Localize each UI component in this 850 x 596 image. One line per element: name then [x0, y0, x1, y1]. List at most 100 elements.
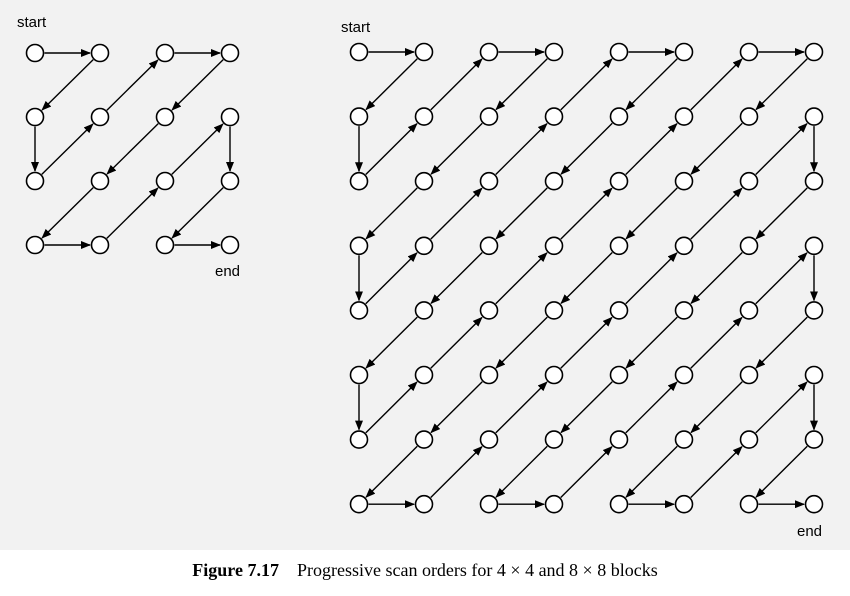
coefficient-node-4x4-8: [25, 171, 45, 191]
scan-arrow-8x8-44: [690, 252, 743, 305]
caption-text: Progressive scan orders for 4 × 4 and 8 …: [296, 560, 658, 580]
coefficient-node-4x4-11: [220, 171, 240, 191]
coefficient-node-4x4-2: [155, 43, 175, 63]
coefficient-node-4x4-6: [155, 107, 175, 127]
scan-arrow-8x8-15: [625, 58, 678, 111]
coefficient-node-8x8-33: [414, 301, 434, 320]
coefficient-node-4x4-7: [220, 107, 240, 127]
coefficient-node-8x8-7: [804, 42, 824, 62]
coefficient-node-4x4-15: [220, 235, 240, 255]
coefficient-node-8x8-59: [544, 494, 564, 514]
coefficient-node-4x4-1: [90, 43, 110, 63]
coefficient-node-8x8-13: [674, 107, 694, 126]
scan-arrow-8x8-38: [560, 316, 613, 369]
scan-arrow-8x8-33: [430, 381, 483, 434]
scan-arrow-8x8-34: [365, 445, 418, 498]
coefficient-node-8x8-41: [414, 365, 434, 385]
coefficient-node-8x8-62: [739, 494, 759, 514]
scan-arrow-8x8-8: [365, 187, 418, 240]
coefficient-node-8x8-39: [804, 301, 824, 320]
start-label-8x8: start: [341, 19, 371, 36]
scan-arrow-8x8-7: [430, 122, 483, 175]
diagram-8x8: start end: [341, 19, 824, 540]
coefficient-node-8x8-54: [739, 430, 759, 449]
scan-arrow-8x8-50: [625, 381, 678, 434]
coefficient-node-8x8-49: [414, 430, 434, 449]
coefficient-node-8x8-45: [674, 365, 694, 385]
scan-arrow-8x8-29: [690, 122, 743, 175]
scan-arrow-8x8-37: [495, 381, 548, 434]
coefficient-node-8x8-42: [479, 365, 499, 385]
scan-arrow-8x8-47: [495, 445, 548, 498]
scan-arrow-8x8-17: [495, 187, 548, 240]
coefficient-node-8x8-6: [739, 42, 759, 62]
scan-arrow-8x8-6: [495, 58, 548, 111]
scan-arrow-8x8-18: [430, 252, 483, 305]
scan-order-diagrams: start end start end: [17, 14, 824, 540]
coefficient-node-8x8-43: [544, 365, 564, 385]
coefficient-node-4x4-9: [90, 171, 110, 191]
scan-arrow-8x8-46: [560, 381, 613, 434]
coefficient-node-4x4-4: [25, 107, 45, 127]
scan-arrow-8x8-3: [365, 122, 418, 175]
scan-arrow-4x4-6: [171, 59, 224, 111]
scan-arrow-4x4-3: [41, 123, 94, 175]
coefficient-node-8x8-53: [674, 430, 694, 449]
coefficient-node-8x8-10: [479, 107, 499, 126]
coefficient-node-8x8-2: [479, 42, 499, 62]
figure-panel: start end start end: [0, 0, 850, 550]
diagram-4x4: start end: [17, 14, 240, 280]
scan-arrow-8x8-31: [560, 252, 613, 305]
coefficient-node-8x8-19: [544, 171, 564, 191]
scan-arrow-8x8-26: [690, 58, 743, 111]
coefficient-node-8x8-27: [544, 236, 564, 256]
coefficient-node-8x8-34: [479, 301, 499, 320]
coefficient-node-8x8-16: [349, 171, 369, 191]
scan-arrow-4x4-7: [106, 123, 159, 175]
scan-arrow-8x8-54: [755, 316, 808, 369]
end-label-4x4: end: [215, 263, 240, 280]
coefficient-node-4x4-13: [90, 235, 110, 255]
coefficient-node-8x8-11: [544, 107, 564, 126]
coefficient-node-8x8-51: [544, 430, 564, 449]
scan-arrow-8x8-41: [755, 122, 808, 175]
coefficient-node-4x4-5: [90, 107, 110, 127]
coefficient-node-8x8-25: [414, 236, 434, 256]
coefficient-node-4x4-12: [25, 235, 45, 255]
coefficient-node-8x8-15: [804, 107, 824, 126]
coefficient-node-4x4-3: [220, 43, 240, 63]
coefficient-node-8x8-46: [739, 365, 759, 385]
coefficient-node-4x4-10: [155, 171, 175, 191]
coefficient-node-8x8-60: [609, 494, 629, 514]
scan-arrow-4x4-8: [41, 187, 94, 239]
coefficient-node-8x8-21: [674, 171, 694, 191]
coefficient-node-8x8-28: [609, 236, 629, 256]
scan-arrow-8x8-32: [495, 316, 548, 369]
coefficient-node-8x8-37: [674, 301, 694, 320]
coefficient-node-8x8-18: [479, 171, 499, 191]
coefficient-node-8x8-56: [349, 494, 369, 514]
coefficient-node-8x8-55: [804, 430, 824, 449]
coefficient-node-8x8-31: [804, 236, 824, 256]
scan-arrow-8x8-1: [365, 58, 418, 111]
scan-arrow-8x8-51: [690, 316, 743, 369]
coefficient-node-8x8-20: [609, 171, 629, 191]
coefficient-node-8x8-58: [479, 494, 499, 514]
coefficient-node-8x8-14: [739, 107, 759, 126]
coefficient-node-8x8-1: [414, 42, 434, 62]
scan-arrow-8x8-39: [625, 252, 678, 305]
coefficient-node-8x8-0: [349, 42, 369, 62]
coefficient-node-4x4-0: [25, 43, 45, 63]
scan-arrow-8x8-59: [755, 381, 808, 434]
scan-arrow-8x8-13: [560, 58, 613, 111]
scan-arrow-8x8-23: [495, 252, 548, 305]
coefficient-node-8x8-57: [414, 494, 434, 514]
start-label-4x4: start: [17, 14, 47, 31]
scan-arrow-8x8-22: [430, 316, 483, 369]
scan-arrow-8x8-4: [430, 58, 483, 111]
scan-arrow-8x8-12: [495, 122, 548, 175]
scan-arrow-8x8-61: [755, 445, 808, 498]
coefficient-node-8x8-50: [479, 430, 499, 449]
coefficient-node-8x8-17: [414, 171, 434, 191]
